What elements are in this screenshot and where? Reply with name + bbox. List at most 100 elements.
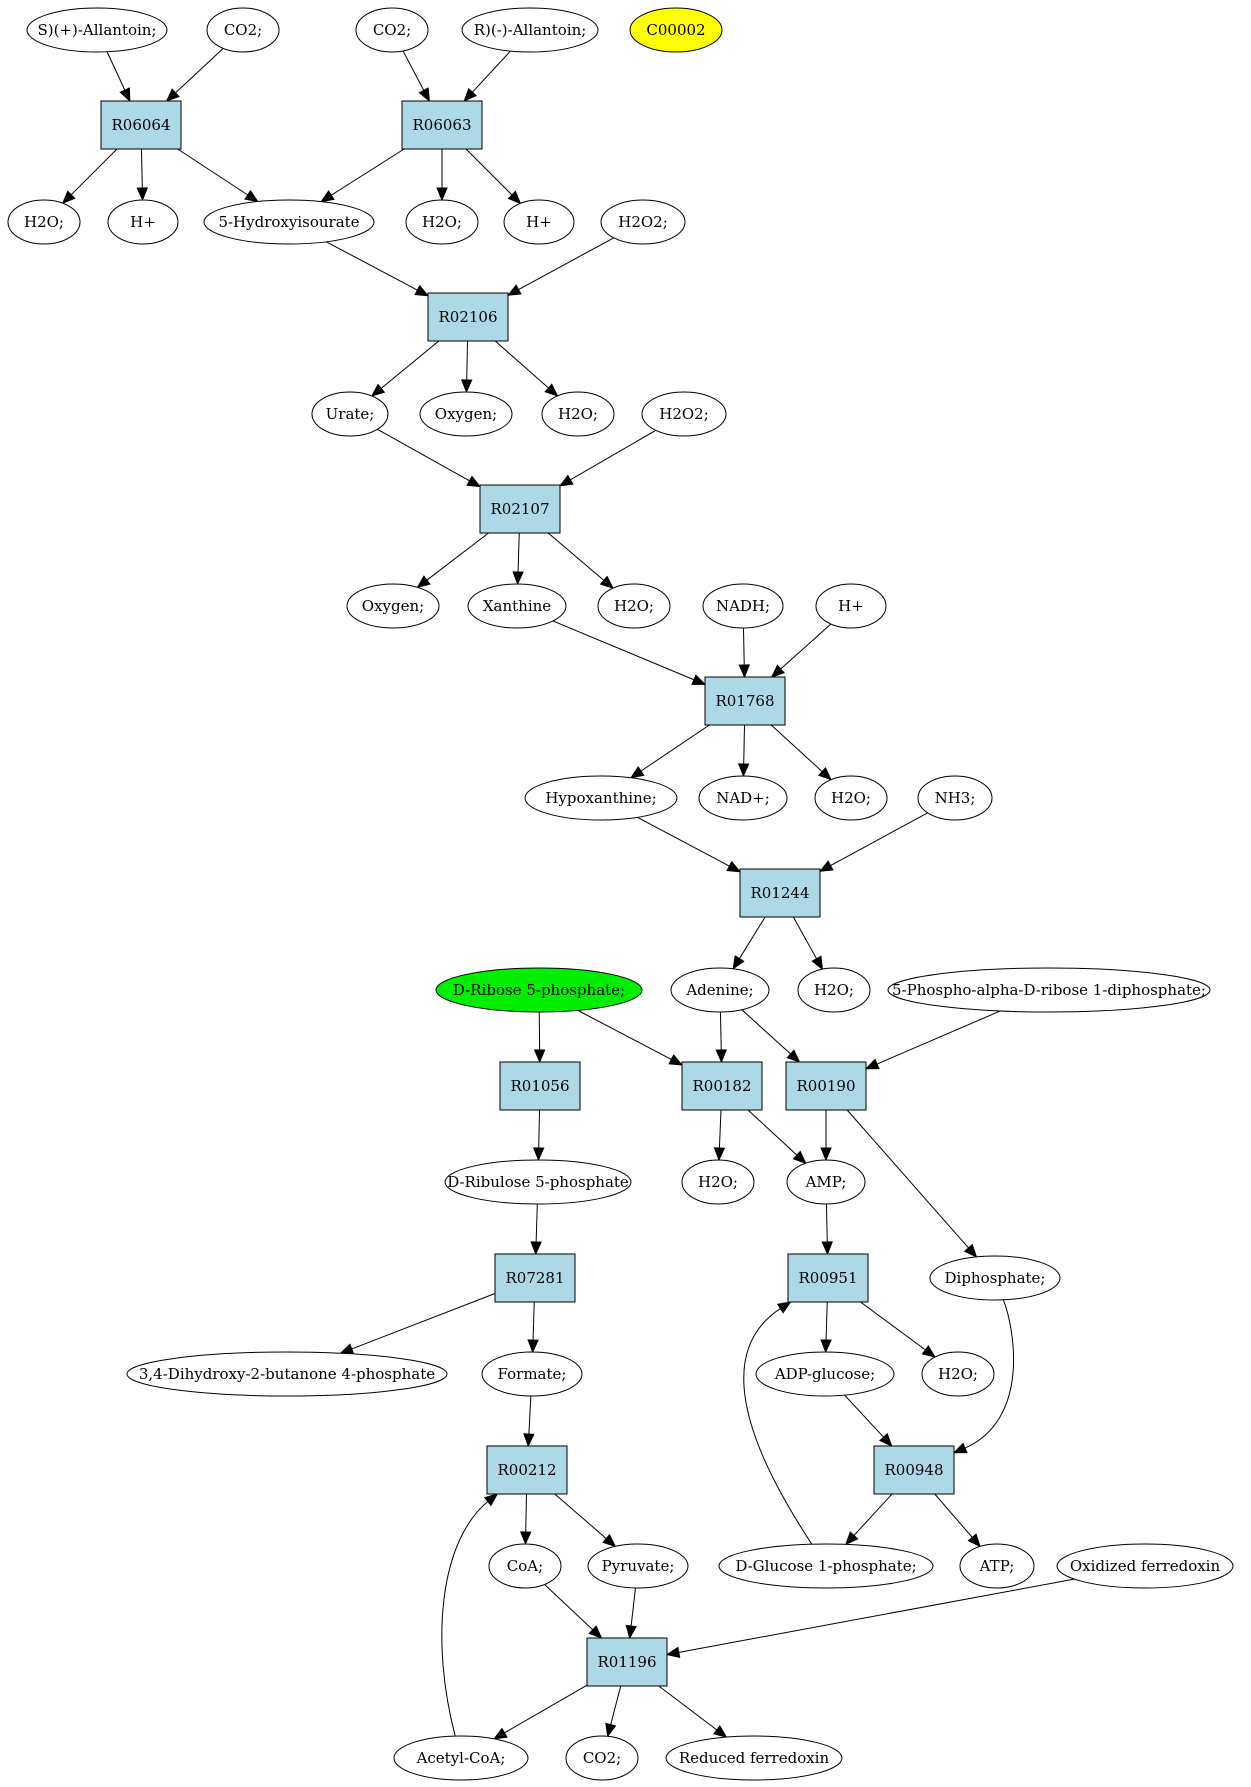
- metabolite-node-h2o2-a[interactable]: H2O2;: [600, 199, 686, 245]
- reaction-node-r01244[interactable]: R01244: [739, 868, 821, 918]
- metabolite-label: H2O;: [558, 405, 598, 423]
- metabolite-ellipse: [921, 1351, 995, 1397]
- reaction-box: [100, 100, 182, 150]
- reaction-node-r00951[interactable]: R00951: [787, 1253, 869, 1303]
- reaction-node-r07281[interactable]: R07281: [494, 1253, 576, 1303]
- metabolite-node-adp-glucose[interactable]: ADP-glucose;: [755, 1351, 895, 1397]
- metabolite-node-h2o2-b[interactable]: H2O2;: [641, 391, 727, 437]
- metabolite-node-s-allantoin[interactable]: S)(+)-Allantoin;: [26, 7, 168, 53]
- edge-r02107-to-h2o-d: [547, 532, 605, 582]
- reaction-node-r01056[interactable]: R01056: [499, 1061, 581, 1111]
- metabolite-node-h2o-b[interactable]: H2O;: [405, 199, 479, 245]
- metabolite-node-h2o-d[interactable]: H2O;: [597, 583, 671, 629]
- metabolite-ellipse: [435, 967, 643, 1013]
- metabolite-node-urate[interactable]: Urate;: [311, 391, 389, 437]
- metabolite-node-nadplus[interactable]: NAD+;: [698, 775, 788, 821]
- edge-r00182-to-amp-arrowhead: [792, 1150, 807, 1165]
- metabolite-ellipse: [887, 967, 1211, 1013]
- metabolite-node-glucose1p[interactable]: D-Glucose 1-phosphate;: [718, 1543, 934, 1589]
- metabolite-node-h2o-f[interactable]: H2O;: [797, 967, 871, 1013]
- metabolite-node-h2o-h[interactable]: H2O;: [921, 1351, 995, 1397]
- metabolite-label: Urate;: [326, 405, 375, 423]
- reaction-node-r06063[interactable]: R06063: [401, 100, 483, 150]
- metabolite-node-adenine[interactable]: Adenine;: [670, 967, 770, 1013]
- edge-glucose1p-to-r00951-arrowhead: [776, 1301, 792, 1314]
- edge-hydroxyisourate-to-r02106: [326, 241, 419, 292]
- metabolite-label: H+: [838, 597, 864, 615]
- metabolite-node-nadh[interactable]: NADH;: [702, 583, 784, 629]
- reaction-box: [499, 1061, 581, 1111]
- reaction-node-r00212[interactable]: R00212: [486, 1445, 568, 1495]
- metabolite-node-ribose5p[interactable]: D-Ribose 5-phosphate;: [435, 967, 643, 1013]
- reaction-node-r06064[interactable]: R06064: [100, 100, 182, 150]
- metabolite-node-atp[interactable]: ATP;: [959, 1543, 1035, 1589]
- metabolite-node-redfd[interactable]: Reduced ferredoxin: [665, 1735, 843, 1781]
- metabolite-node-diphosphate[interactable]: Diphosphate;: [929, 1255, 1061, 1301]
- reaction-box: [739, 868, 821, 918]
- metabolite-node-co2-a[interactable]: CO2;: [206, 7, 280, 53]
- reaction-node-r02107[interactable]: R02107: [479, 484, 561, 534]
- reaction-box: [479, 484, 561, 534]
- metabolite-node-amp[interactable]: AMP;: [786, 1159, 866, 1205]
- reaction-node-r01768[interactable]: R01768: [704, 676, 786, 726]
- edge-r02106-to-h2o-c: [494, 340, 550, 390]
- metabolite-ellipse: [203, 199, 375, 245]
- metabolite-node-c00002[interactable]: C00002: [629, 7, 723, 53]
- metabolite-node-pyruvate[interactable]: Pyruvate;: [587, 1543, 689, 1589]
- metabolite-node-xanthine[interactable]: Xanthine: [467, 583, 567, 629]
- metabolite-node-r-allantoin[interactable]: R)(-)-Allantoin;: [461, 7, 599, 53]
- metabolite-ellipse: [26, 7, 168, 53]
- edge-r01244-to-adenine: [738, 916, 766, 960]
- metabolite-label: H2O;: [831, 789, 871, 807]
- edge-glucose1p-to-r00951: [743, 1307, 813, 1545]
- edge-co2-b-to-r06063-arrowhead: [418, 87, 430, 103]
- metabolite-node-nh3[interactable]: NH3;: [917, 775, 993, 821]
- metabolite-node-hplus-a[interactable]: H+: [107, 199, 179, 245]
- reaction-box: [787, 1253, 869, 1303]
- metabolite-node-hypoxanthine[interactable]: Hypoxanthine;: [524, 775, 678, 821]
- metabolite-label: NAD+;: [716, 789, 770, 807]
- edge-nh3-to-r01244: [829, 812, 928, 867]
- metabolite-node-co2-c[interactable]: CO2;: [565, 1735, 639, 1781]
- metabolite-node-dhbp[interactable]: 3,4-Dihydroxy-2-butanone 4-phosphate: [126, 1351, 448, 1397]
- metabolite-node-h2o-c[interactable]: H2O;: [541, 391, 615, 437]
- reaction-node-r00948[interactable]: R00948: [873, 1445, 955, 1495]
- metabolite-node-acetylcoa[interactable]: Acetyl-CoA;: [393, 1735, 529, 1781]
- metabolite-node-h2o-e[interactable]: H2O;: [814, 775, 888, 821]
- reaction-box: [401, 100, 483, 150]
- edge-r01244-to-h2o-f-arrowhead: [811, 955, 824, 971]
- metabolite-node-oxygen-b[interactable]: Oxygen;: [346, 583, 440, 629]
- reaction-label: R00182: [692, 1077, 751, 1095]
- reaction-label: R02106: [438, 308, 497, 326]
- metabolite-node-oxfd[interactable]: Oxidized ferredoxin: [1056, 1543, 1234, 1589]
- metabolite-ellipse: [600, 199, 686, 245]
- metabolite-node-prpp[interactable]: 5-Phospho-alpha-D-ribose 1-diphosphate;: [887, 967, 1211, 1013]
- metabolite-node-h2o-g[interactable]: H2O;: [681, 1159, 755, 1205]
- metabolite-label: Oxygen;: [362, 597, 424, 615]
- edge-adp-glucose-to-r00948: [844, 1394, 885, 1439]
- metabolite-ellipse: [786, 1159, 866, 1205]
- metabolite-node-oxygen-a[interactable]: Oxygen;: [419, 391, 513, 437]
- reaction-node-r02106[interactable]: R02106: [427, 292, 509, 342]
- reaction-label: R00212: [497, 1461, 556, 1479]
- reaction-node-r00190[interactable]: R00190: [785, 1061, 867, 1111]
- metabolite-node-ribulose5p[interactable]: D-Ribulose 5-phosphate: [444, 1159, 632, 1205]
- metabolite-node-h2o-a[interactable]: H2O;: [7, 199, 81, 245]
- metabolite-node-hydroxyisourate[interactable]: 5-Hydroxyisourate: [203, 199, 375, 245]
- edge-r00212-to-coa-arrowhead: [519, 1531, 532, 1546]
- reaction-label: R01196: [597, 1653, 656, 1671]
- reaction-label: R02107: [490, 500, 549, 518]
- edge-ribulose5p-to-r07281-arrowhead: [530, 1241, 542, 1256]
- metabolite-node-hplus-b[interactable]: H+: [503, 199, 575, 245]
- metabolite-node-co2-b[interactable]: CO2;: [355, 7, 429, 53]
- metabolite-node-formate[interactable]: Formate;: [481, 1351, 583, 1397]
- metabolite-label: H2O;: [24, 213, 64, 231]
- edge-r02107-to-oxygen-b: [425, 532, 489, 582]
- metabolite-node-hplus-c[interactable]: H+: [815, 583, 887, 629]
- metabolite-label: CO2;: [583, 1749, 621, 1767]
- edge-r00212-to-pyruvate-arrowhead: [602, 1533, 617, 1548]
- edge-ribose5p-to-r00182-arrowhead: [668, 1054, 684, 1066]
- reaction-node-r00182[interactable]: R00182: [681, 1061, 763, 1111]
- reaction-node-r01196[interactable]: R01196: [586, 1637, 668, 1687]
- metabolite-node-coa[interactable]: CoA;: [488, 1543, 562, 1589]
